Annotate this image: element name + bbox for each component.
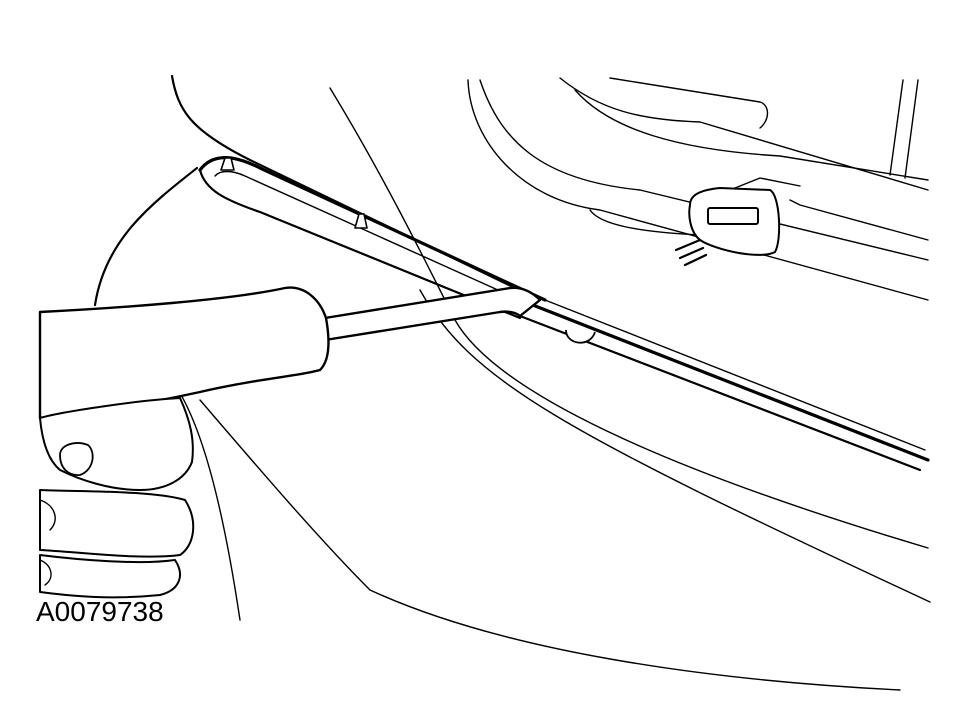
retaining-clips [220, 157, 368, 229]
figure-reference-code: A0079738 [36, 596, 164, 627]
trim-removal-tool [38, 286, 542, 420]
sill-trim-edge [518, 298, 930, 472]
hand [39, 397, 195, 599]
seat-cushion [467, 77, 929, 301]
body-contours [174, 87, 931, 691]
upper-trim-panel [93, 74, 547, 320]
seat-belt-buckle [674, 177, 929, 267]
